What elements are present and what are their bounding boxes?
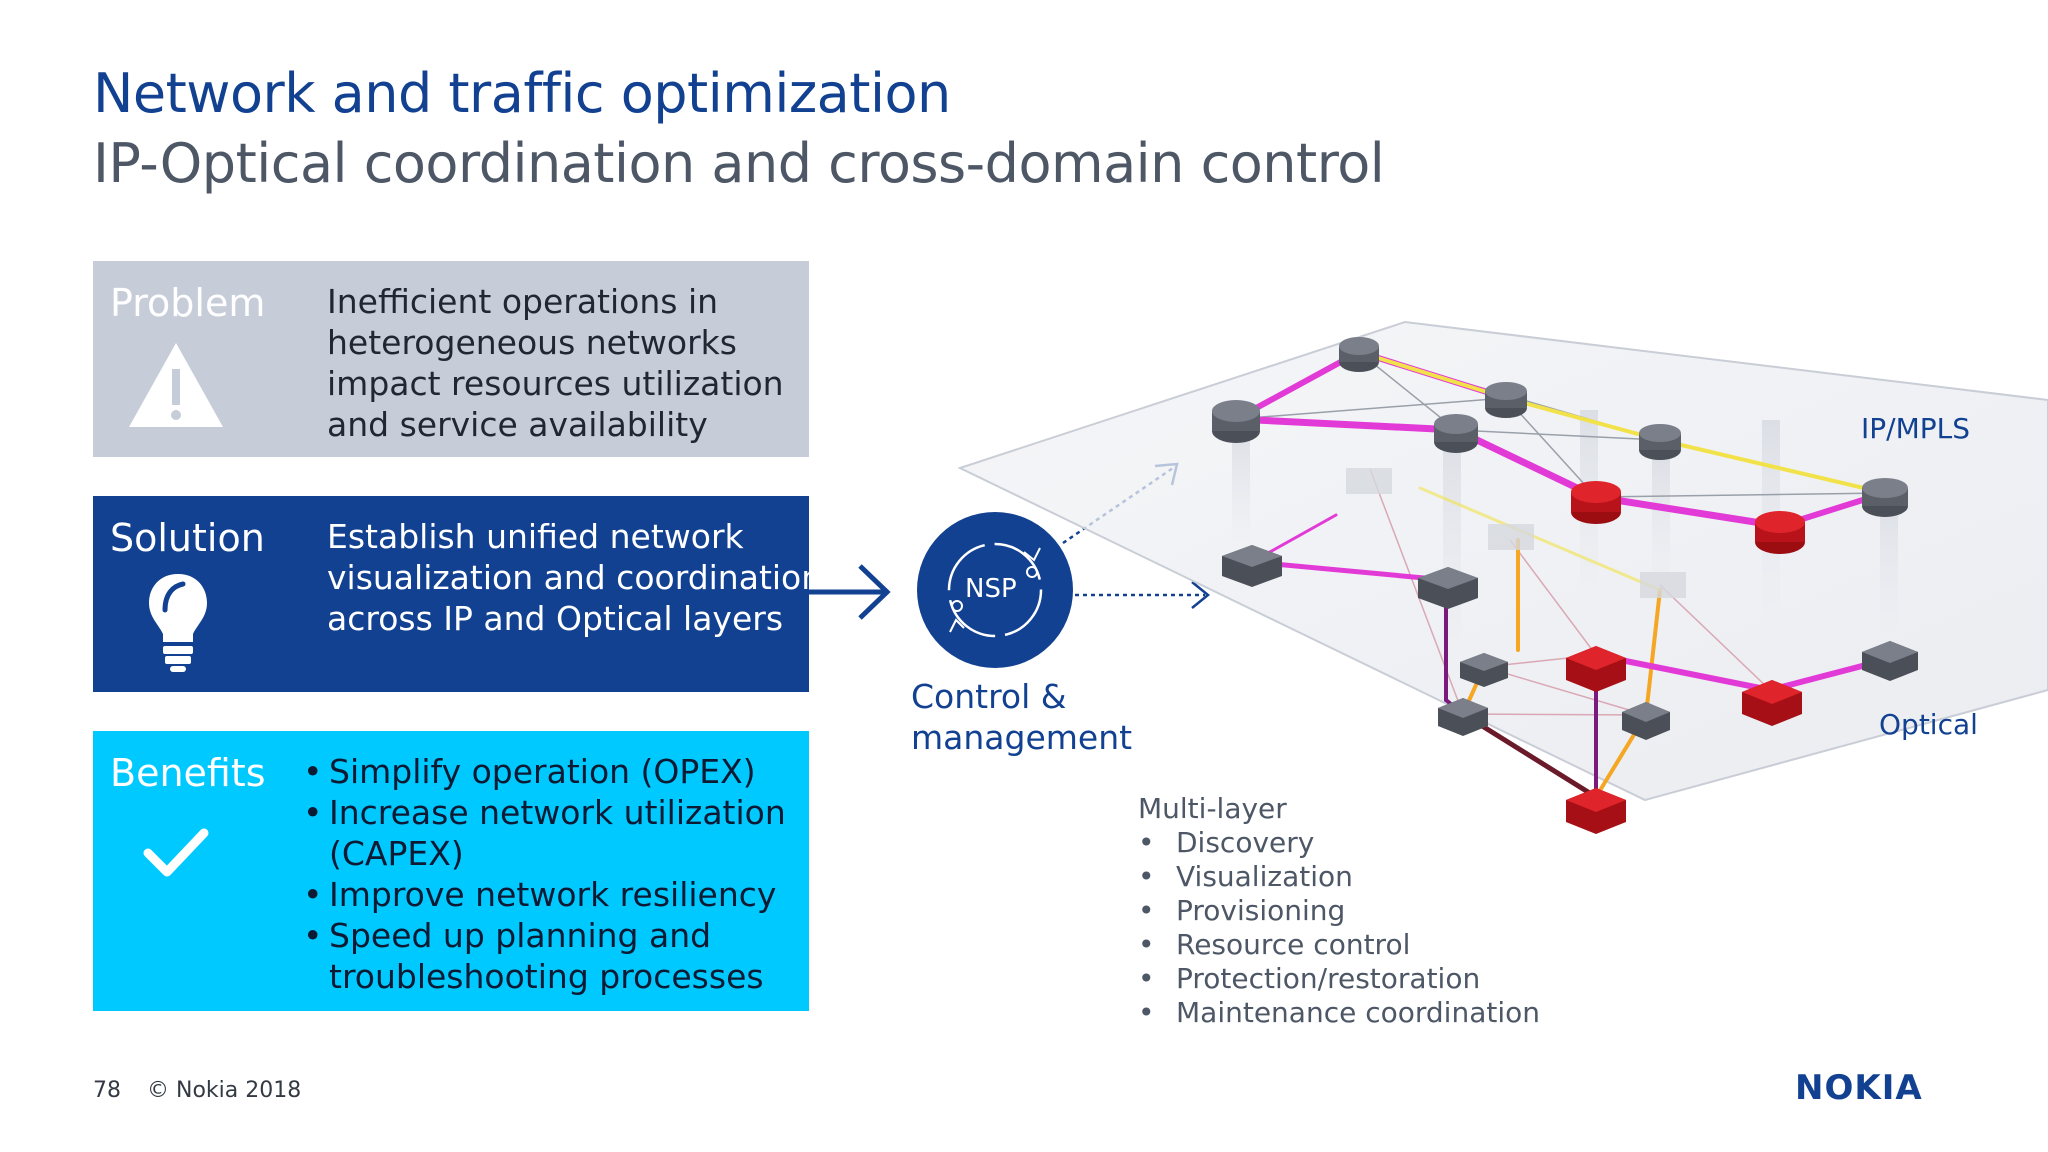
problem-line: and service availability — [327, 405, 708, 444]
router-node — [1862, 478, 1908, 517]
optical-node — [1222, 545, 1282, 587]
nsp-caption-line: Control & — [911, 677, 1067, 716]
problem-line: Inefficient operations in — [327, 282, 719, 321]
optical-node — [1438, 698, 1488, 736]
multilayer-item: Maintenance coordination — [1138, 996, 1540, 1030]
page-number: 78 — [93, 1078, 121, 1103]
benefit-line: Increase network utilization — [329, 793, 786, 832]
problem-line: impact resources utilization — [327, 364, 784, 403]
problem-box: Problem Inefficient operations in hetero… — [93, 261, 809, 457]
benefit-item: Simplify operation (OPEX) — [299, 751, 769, 792]
optical-node — [1862, 641, 1918, 681]
nsp-caption-line: management — [911, 718, 1133, 757]
benefit-line: Simplify operation (OPEX) — [329, 752, 756, 791]
optical-node — [1418, 567, 1478, 609]
page-subtitle: IP-Optical coordination and cross-domain… — [93, 132, 1385, 195]
lightbulb-icon — [149, 574, 207, 672]
benefit-item: Increase network utilization (CAPEX) — [299, 792, 786, 874]
benefit-item: Improve network resiliency — [299, 874, 777, 915]
optical-label: Optical — [1879, 708, 1978, 741]
router-node-red — [1571, 481, 1621, 524]
benefit-line: troubleshooting processes — [329, 957, 764, 996]
problem-text: Inefficient operations in heterogeneous … — [327, 281, 797, 445]
optical-node — [1460, 653, 1508, 687]
router-node-red — [1755, 511, 1805, 554]
solution-line: Establish unified network — [327, 517, 744, 556]
checkmark-icon — [143, 828, 209, 877]
solution-text: Establish unified network visualization … — [327, 516, 823, 639]
benefits-text: Simplify operation (OPEX) Increase netwo… — [299, 751, 786, 997]
ghost-node — [1346, 468, 1392, 494]
benefit-line: Speed up planning and — [329, 916, 712, 955]
nsp-badge: NSP — [965, 574, 1017, 604]
router-node — [1339, 337, 1379, 372]
ghost-node — [1640, 572, 1686, 598]
multilayer-item: Discovery — [1138, 826, 1540, 860]
solution-label: Solution — [110, 516, 265, 560]
ghost-node — [1488, 524, 1534, 550]
solution-line: visualization and coordination — [327, 558, 823, 597]
multilayer-item: Visualization — [1138, 860, 1540, 894]
copyright: © Nokia 2018 — [147, 1078, 302, 1103]
multilayer-list: Multi-layer Discovery Visualization Prov… — [1138, 792, 1540, 1030]
benefits-box: Benefits Simplify operation (OPEX) Incre… — [93, 731, 809, 1011]
layer-pillars — [1232, 410, 1898, 672]
optical-node-red — [1566, 646, 1626, 692]
multilayer-heading: Multi-layer — [1138, 792, 1287, 825]
optical-node-red — [1742, 680, 1802, 726]
optical-mesh — [1369, 468, 1771, 798]
optical-node — [1622, 702, 1670, 740]
benefit-item: Speed up planning and troubleshooting pr… — [299, 915, 769, 997]
ip-links — [1232, 348, 1888, 530]
nsp-caption: Control & management — [911, 676, 1132, 758]
solution-box: Solution Establish unified network visua… — [93, 496, 823, 692]
ip-mpls-label: IP/MPLS — [1861, 412, 1970, 445]
warning-icon — [129, 343, 223, 427]
network-nodes — [1212, 337, 1918, 834]
router-node — [1485, 382, 1527, 418]
problem-label: Problem — [110, 281, 266, 325]
ip-mesh — [1235, 351, 1886, 498]
benefits-label: Benefits — [110, 751, 266, 795]
page-title: Network and traffic optimization — [93, 62, 951, 125]
solution-line: across IP and Optical layers — [327, 599, 784, 638]
benefit-line: (CAPEX) — [329, 834, 464, 873]
multilayer-item: Protection/restoration — [1138, 962, 1540, 996]
router-node — [1639, 424, 1681, 460]
router-node — [1212, 400, 1260, 443]
nokia-logo: NOKIA — [1795, 1068, 1923, 1108]
optical-links — [1249, 486, 1888, 800]
multilayer-item: Provisioning — [1138, 894, 1540, 928]
problem-line: heterogeneous networks — [327, 323, 737, 362]
benefit-line: Improve network resiliency — [329, 875, 777, 914]
multilayer-item: Resource control — [1138, 928, 1540, 962]
optical-node-red — [1566, 788, 1626, 834]
router-node — [1434, 414, 1478, 453]
